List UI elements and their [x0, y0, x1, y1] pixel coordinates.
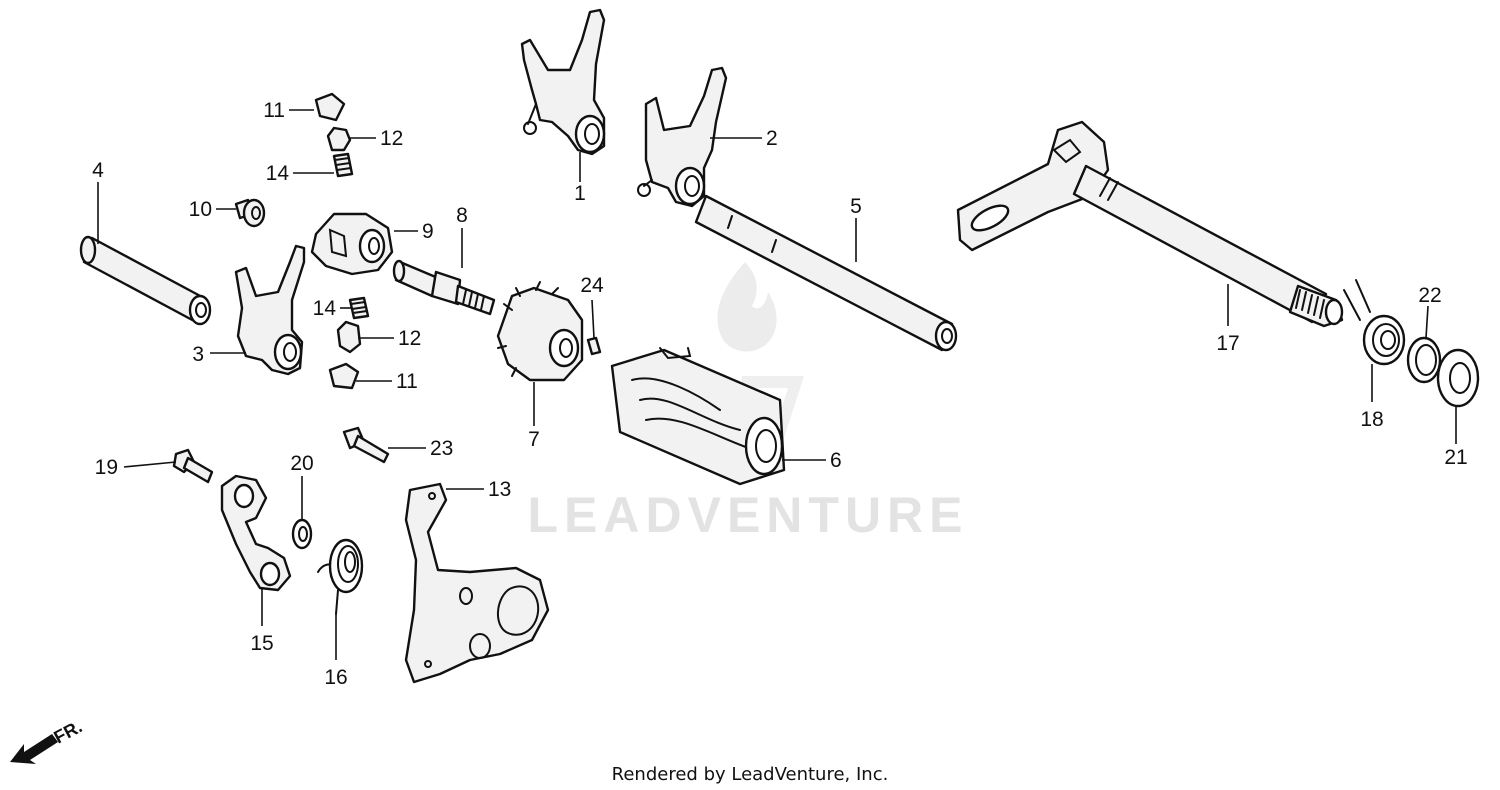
part-11-cap-top: [314, 92, 346, 122]
callout-7: 7: [528, 428, 540, 451]
part-12-cap-mid: [336, 320, 362, 354]
callout-12-top: 12: [380, 127, 403, 150]
callout-12-mid: 12: [398, 327, 421, 350]
watermark-flame-icon: [717, 262, 777, 352]
callout-23: 23: [430, 437, 453, 460]
leader-lines: [97, 109, 1457, 660]
part-20-washer: [291, 518, 313, 550]
part-8-bolt: [392, 259, 496, 316]
callout-9: 9: [422, 220, 434, 243]
callout-19: 19: [95, 456, 118, 479]
callout-20: 20: [290, 452, 313, 475]
callout-4: 4: [92, 159, 104, 182]
part-1-shift-fork: [520, 8, 606, 156]
part-15-stopper-arm: [220, 474, 292, 592]
callout-11-mid: 11: [396, 370, 418, 393]
part-14-spring-mid: [348, 296, 370, 320]
part-11-cap-mid: [328, 362, 360, 390]
part-9-stopper-collar: [310, 212, 394, 276]
callout-6: 6: [830, 449, 842, 472]
callout-11-top: 11: [263, 99, 285, 122]
part-17-gearshift-spindle: [956, 120, 1344, 328]
callout-14-top: 14: [266, 162, 290, 185]
callout-14-mid: 14: [313, 297, 337, 320]
part-3-shift-fork: [234, 244, 306, 376]
callout-22: 22: [1418, 284, 1441, 307]
callout-labels: 1 2 3 4 5 6 7 8 9 10 11 11 12 12 13 14 1…: [92, 99, 1468, 689]
callout-18: 18: [1360, 408, 1383, 431]
callout-13: 13: [488, 478, 511, 501]
callout-2: 2: [766, 127, 778, 150]
part-12-cap-top: [326, 126, 352, 152]
part-19-bolt: [172, 448, 214, 484]
callout-10: 10: [189, 198, 212, 221]
part-10-screw: [234, 198, 266, 228]
callout-24: 24: [580, 274, 604, 297]
part-7-drum-center: [496, 281, 584, 382]
watermark-seven-icon: [742, 376, 804, 444]
front-arrow-icon: [10, 734, 58, 764]
part-18-return-spring: [1343, 279, 1406, 366]
part-13-plate: [404, 482, 550, 684]
part-2-shift-fork: [637, 66, 728, 208]
part-5-fork-shaft: [694, 194, 958, 352]
part-23-bolt: [342, 426, 390, 464]
part-16-spring: [317, 538, 364, 615]
part-4-fork-shaft: [79, 235, 212, 326]
watermark-text: LEADVENTURE: [527, 487, 968, 543]
callout-1: 1: [574, 182, 586, 205]
callout-5: 5: [850, 195, 862, 218]
watermark: LEADVENTURE: [527, 262, 968, 543]
callout-17: 17: [1216, 332, 1239, 355]
callout-21: 21: [1444, 446, 1467, 469]
footer-credit: Rendered by LeadVenture, Inc.: [612, 764, 889, 785]
callout-16: 16: [324, 666, 347, 689]
part-21-washer: [1436, 348, 1480, 408]
callout-15: 15: [250, 632, 273, 655]
part-6-shift-drum: [610, 347, 786, 486]
part-22-ring: [1406, 336, 1442, 384]
callout-8: 8: [456, 204, 468, 227]
part-24-pin: [586, 336, 602, 356]
part-14-spring-top: [332, 152, 354, 178]
front-direction-indicator: FR.: [10, 716, 85, 764]
callout-3: 3: [192, 343, 204, 366]
